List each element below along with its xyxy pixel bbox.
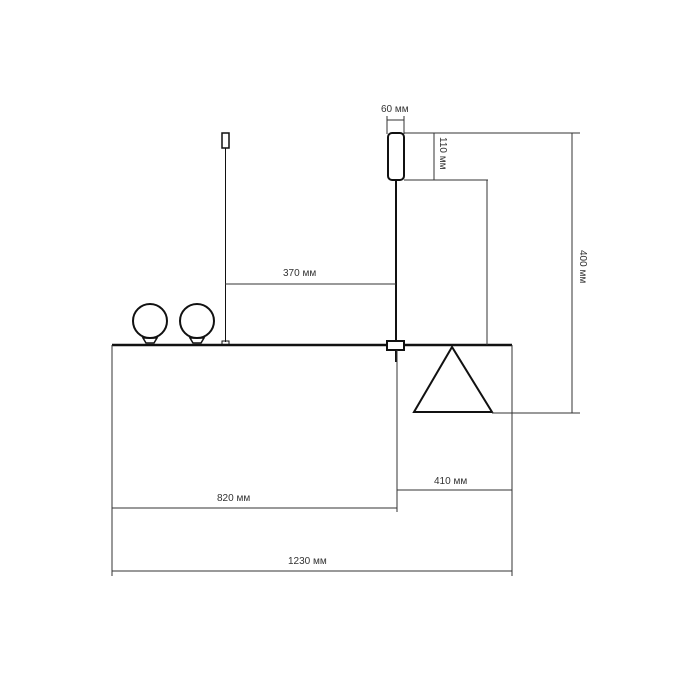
globe-holder-1 — [141, 337, 159, 344]
connector-box — [386, 340, 405, 351]
dim-canopy-width: 60 мм — [381, 104, 409, 115]
dim-left-length: 820 мм — [217, 493, 251, 504]
canopy — [387, 132, 405, 181]
globe-holder-2 — [188, 337, 206, 344]
dim-canopy-height: 110 мм — [437, 137, 448, 170]
dim-rod-offset: 370 мм — [283, 268, 317, 279]
globe-shade-1 — [132, 303, 168, 339]
globe-shade-2 — [179, 303, 215, 339]
dimension-lines — [111, 116, 580, 576]
triangle-shade — [412, 345, 494, 413]
dim-right-length: 410 мм — [434, 476, 468, 487]
dim-total-length: 1230 мм — [288, 556, 327, 567]
left-suspension-clip — [221, 132, 230, 149]
dim-total-height: 400 мм — [577, 250, 588, 284]
left-pin — [221, 340, 230, 346]
